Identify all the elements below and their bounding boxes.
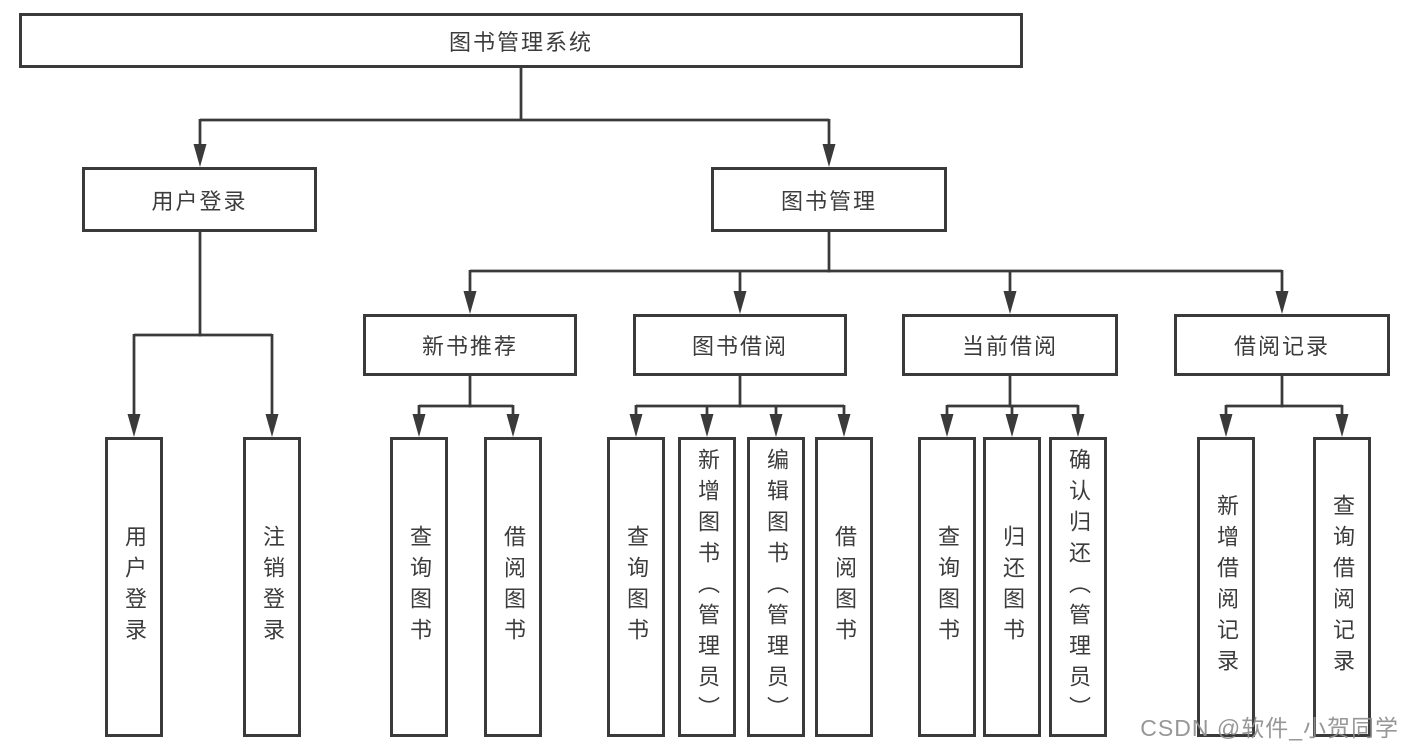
arrowhead-user-login: [193, 144, 207, 167]
node-leaf-user-login-label: 用户登录: [122, 525, 147, 649]
node-root: 图书管理系统: [19, 13, 1023, 68]
node-leaf-user-login: 用户登录: [105, 437, 163, 737]
edges-book-management-children: [463, 232, 1289, 314]
node-book-management-label: 图书管理: [780, 188, 877, 214]
node-leaf-confirm-return-admin-label: 确认归还（管理员）: [1066, 447, 1091, 727]
arrowhead-leaf-user-login: [127, 414, 141, 437]
edges-current-borrowing-children: [940, 376, 1085, 437]
node-book-management: 图书管理: [711, 167, 947, 232]
node-current-borrowing-label: 当前借阅: [961, 334, 1058, 359]
node-leaf-search-borrow-record: 查询借阅记录: [1313, 437, 1371, 737]
node-current-borrowing: 当前借阅: [902, 314, 1118, 376]
node-borrowing-records: 借阅记录: [1174, 314, 1390, 376]
node-new-book-recommendation-label: 新书推荐: [421, 334, 518, 359]
arrowhead-book-borrowing: [733, 291, 747, 314]
node-leaf-logout-label: 注销登录: [260, 525, 285, 649]
arrowhead-add-book-admin: [700, 414, 714, 437]
node-leaf-add-book-admin: 新增图书（管理员）: [678, 437, 736, 737]
node-borrowing-records-label: 借阅记录: [1233, 334, 1330, 359]
arrowhead-search-book-recommend: [412, 414, 426, 437]
node-leaf-borrow-book-borrow-label: 借阅图书: [832, 525, 857, 649]
node-leaf-borrow-book-recommend-label: 借阅图书: [501, 525, 526, 649]
edges-borrowing-records-children: [1219, 376, 1349, 437]
node-leaf-borrow-book-recommend: 借阅图书: [484, 437, 542, 737]
node-leaf-return-book-label: 归还图书: [1000, 525, 1025, 649]
arrowhead-book-management: [822, 144, 836, 167]
arrowhead-leaf-logout: [265, 414, 279, 437]
arrowhead-return-book: [1005, 414, 1019, 437]
node-user-login: 用户登录: [82, 167, 317, 232]
node-leaf-search-book-recommend-label: 查询图书: [407, 525, 432, 649]
arrowhead-search-borrow-record: [1335, 414, 1349, 437]
node-leaf-logout: 注销登录: [243, 437, 301, 737]
arrowhead-edit-book-admin: [769, 414, 783, 437]
node-leaf-add-book-admin-label: 新增图书（管理员）: [695, 447, 720, 727]
node-leaf-search-borrow-record-label: 查询借阅记录: [1330, 494, 1355, 680]
node-leaf-search-book-borrow: 查询图书: [607, 437, 665, 737]
arrowhead-add-borrow-record: [1219, 414, 1233, 437]
node-leaf-search-book-recommend: 查询图书: [390, 437, 448, 737]
node-leaf-search-book-borrow-label: 查询图书: [624, 525, 649, 649]
node-leaf-return-book: 归还图书: [983, 437, 1041, 737]
node-leaf-borrow-book-borrow: 借阅图书: [815, 437, 873, 737]
node-book-borrowing: 图书借阅: [633, 314, 847, 376]
node-leaf-search-book-current-label: 查询图书: [935, 525, 960, 649]
node-root-label: 图书管理系统: [448, 29, 593, 55]
arrowhead-borrowing-records: [1275, 291, 1289, 314]
arrowhead-confirm-return-admin: [1071, 414, 1085, 437]
node-leaf-add-borrow-record-label: 新增借阅记录: [1214, 494, 1239, 680]
arrowhead-new-book-recommendation: [463, 291, 477, 314]
node-new-book-recommendation: 新书推荐: [363, 314, 577, 376]
arrowhead-current-borrowing: [1003, 291, 1017, 314]
arrowhead-search-book-borrow: [629, 414, 643, 437]
node-book-borrowing-label: 图书借阅: [691, 334, 788, 359]
node-leaf-edit-book-admin-label: 编辑图书（管理员）: [764, 447, 789, 727]
edges-user-login-children: [127, 232, 279, 437]
node-leaf-add-borrow-record: 新增借阅记录: [1197, 437, 1255, 737]
node-leaf-search-book-current: 查询图书: [918, 437, 976, 737]
node-leaf-confirm-return-admin: 确认归还（管理员）: [1049, 437, 1107, 737]
edges-new-book-recommendation-children: [412, 376, 520, 437]
arrowhead-borrow-book-recommend: [506, 414, 520, 437]
edges-root-to-branches: [193, 68, 836, 167]
csdn-watermark: CSDN @软件_小贺同学: [1140, 715, 1399, 741]
node-leaf-edit-book-admin: 编辑图书（管理员）: [747, 437, 805, 737]
node-user-login-label: 用户登录: [151, 188, 248, 214]
arrowhead-search-book-current: [940, 414, 954, 437]
edges-book-borrowing-children: [629, 376, 851, 437]
arrowhead-borrow-book-borrow: [837, 414, 851, 437]
